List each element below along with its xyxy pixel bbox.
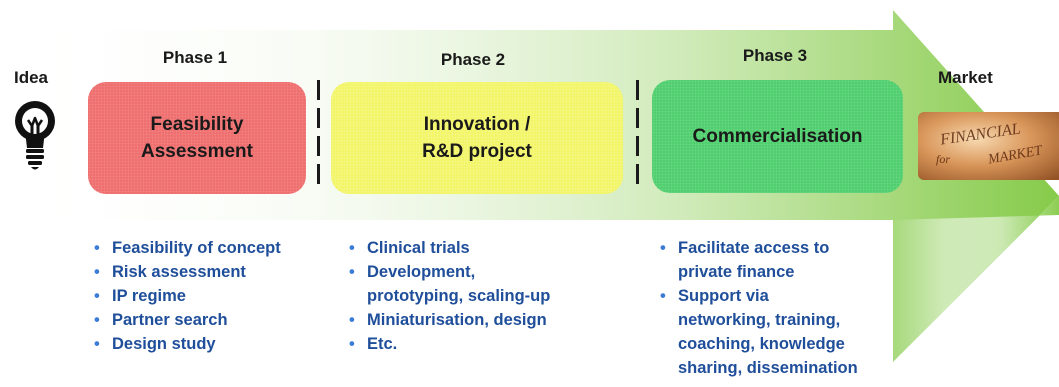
list-item: Development, <box>347 260 550 284</box>
list-item: Clinical trials <box>347 236 550 260</box>
list-item: Risk assessment <box>92 260 281 284</box>
list-item: private finance <box>678 263 795 281</box>
idea-label: Idea <box>14 68 49 87</box>
list-item: Feasibility of concept <box>92 236 281 260</box>
market-image-text: for <box>936 152 951 166</box>
list-item: Facilitate access to <box>658 236 858 260</box>
box-text-line: Assessment <box>141 141 253 162</box>
list-item: Partner search <box>92 308 281 332</box>
phase-3-bullets: Facilitate access to private finance Sup… <box>658 236 858 380</box>
lightbulb-icon <box>15 101 55 170</box>
commercialisation-box: Commercialisation <box>652 80 903 193</box>
list-item: Support via <box>658 284 858 308</box>
list-item: IP regime <box>92 284 281 308</box>
box-text-line: Feasibility <box>150 114 244 135</box>
list-item: Etc. <box>347 332 550 356</box>
innovation-box: Innovation / R&D project <box>331 82 623 194</box>
market-image-text: MARKET <box>987 143 1044 168</box>
phase-3-label: Phase 3 <box>742 46 808 65</box>
list-item: prototyping, scaling-up <box>367 287 551 305</box>
box-text-line: R&D project <box>422 141 532 162</box>
market-image: FINANCIAL for MARKET <box>918 112 1059 180</box>
list-item: coaching, knowledge <box>678 335 845 353</box>
phase-2-bullets: Clinical trials Development, prototyping… <box>347 236 550 356</box>
feasibility-box: Feasibility Assessment <box>88 82 306 194</box>
phase-1-bullets: Feasibility of concept Risk assessment I… <box>92 236 281 356</box>
phase-divider <box>317 80 320 190</box>
box-text-line: Commercialisation <box>692 126 863 147</box>
list-item: networking, training, <box>678 311 841 329</box>
phase-divider <box>636 80 639 190</box>
list-item: Design study <box>92 332 281 356</box>
market-label: Market <box>938 68 993 87</box>
list-item: sharing, dissemination <box>678 359 858 377</box>
phase-2-label: Phase 2 <box>440 50 506 69</box>
market-image-text: FINANCIAL <box>939 120 1022 149</box>
list-item: Miniaturisation, design <box>347 308 550 332</box>
phase-1-label: Phase 1 <box>162 48 228 67</box>
box-text-line: Innovation / <box>423 114 531 135</box>
